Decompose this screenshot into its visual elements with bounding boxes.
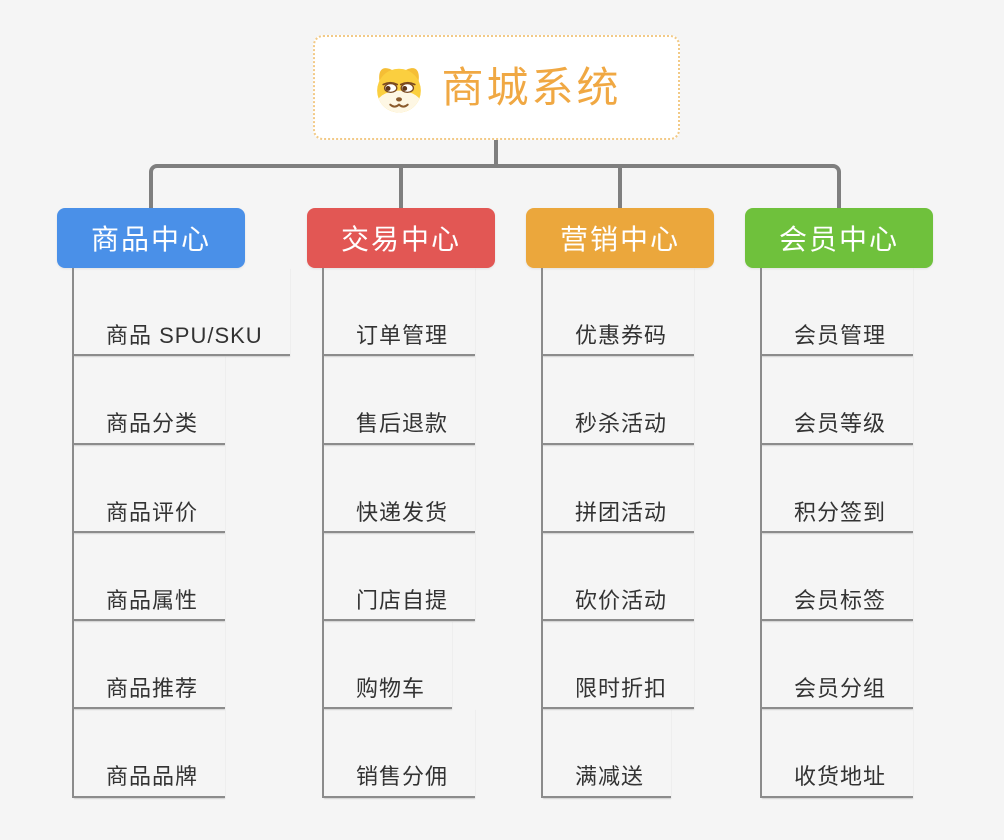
- child-node[interactable]: 优惠券码: [543, 268, 695, 357]
- child-node[interactable]: 积分签到: [762, 445, 914, 533]
- child-node-label: 收货地址: [794, 764, 887, 790]
- child-node[interactable]: 售后退款: [324, 356, 476, 445]
- child-node[interactable]: 收货地址: [762, 709, 914, 798]
- child-node-label: 拼团活动: [575, 499, 668, 525]
- child-node[interactable]: 会员分组: [762, 621, 914, 710]
- child-node-label: 商品分类: [106, 411, 199, 437]
- child-node[interactable]: 会员等级: [762, 356, 914, 445]
- child-node[interactable]: 商品属性: [74, 533, 226, 622]
- child-node[interactable]: 会员管理: [762, 268, 914, 357]
- branch-children-3: 优惠券码秒杀活动拼团活动砍价活动限时折扣满减送: [541, 268, 695, 798]
- child-node[interactable]: 门店自提: [324, 533, 476, 622]
- branch-node-3[interactable]: 营销中心: [526, 208, 714, 268]
- child-node-label: 优惠券码: [575, 322, 668, 348]
- child-node[interactable]: 商品推荐: [74, 621, 226, 710]
- child-node-label: 积分签到: [794, 499, 887, 525]
- branch-children-2: 订单管理售后退款快递发货门店自提购物车销售分佣: [322, 268, 476, 798]
- connector-drop: [399, 164, 403, 208]
- branch-node-4[interactable]: 会员中心: [745, 208, 933, 268]
- child-node[interactable]: 拼团活动: [543, 445, 695, 533]
- child-node[interactable]: 商品评价: [74, 445, 226, 533]
- branch-children-4: 会员管理会员等级积分签到会员标签会员分组收货地址: [760, 268, 914, 798]
- child-node[interactable]: 砍价活动: [543, 533, 695, 622]
- child-node[interactable]: 快递发货: [324, 445, 476, 533]
- branch-node-1[interactable]: 商品中心: [57, 208, 245, 268]
- child-node-label: 商品评价: [106, 499, 199, 525]
- child-node-label: 会员分组: [794, 676, 887, 702]
- child-node[interactable]: 订单管理: [324, 268, 476, 357]
- dog-face-icon: [377, 67, 422, 112]
- child-node-label: 快递发货: [356, 499, 449, 525]
- child-node[interactable]: 商品 SPU/SKU: [74, 268, 290, 357]
- child-node-label: 满减送: [575, 764, 645, 790]
- child-node-label: 订单管理: [356, 322, 449, 348]
- child-node-label: 砍价活动: [575, 587, 668, 613]
- child-node[interactable]: 秒杀活动: [543, 356, 695, 445]
- child-node-label: 门店自提: [356, 587, 449, 613]
- child-node[interactable]: 商品品牌: [74, 709, 226, 798]
- root-node[interactable]: 商城系统: [313, 35, 680, 140]
- child-node-label: 销售分佣: [356, 764, 449, 790]
- child-node-label: 商品品牌: [106, 764, 199, 790]
- connector-root-stem: [494, 140, 498, 168]
- connector-bracket: [149, 164, 841, 208]
- child-node-label: 会员等级: [794, 411, 887, 437]
- child-node-label: 商品属性: [106, 587, 199, 613]
- branch-node-2[interactable]: 交易中心: [307, 208, 495, 268]
- root-node-title: 商城系统: [441, 63, 622, 111]
- child-node-label: 秒杀活动: [575, 411, 668, 437]
- child-node-label: 会员管理: [794, 322, 887, 348]
- child-node-label: 商品推荐: [106, 676, 199, 702]
- branch-children-1: 商品 SPU/SKU 商品分类商品评价商品属性商品推荐商品品牌: [72, 268, 290, 798]
- child-node[interactable]: 商品分类: [74, 356, 226, 445]
- child-node[interactable]: 销售分佣: [324, 709, 476, 798]
- child-node-label: 商品 SPU/SKU: [106, 322, 263, 348]
- child-node-label: 售后退款: [356, 411, 449, 437]
- child-node[interactable]: 会员标签: [762, 533, 914, 622]
- connector-drop: [618, 164, 622, 208]
- child-node-label: 会员标签: [794, 587, 887, 613]
- child-node-label: 限时折扣: [575, 676, 668, 702]
- child-node[interactable]: 满减送: [543, 709, 672, 798]
- child-node-label: 购物车: [356, 676, 426, 702]
- child-node[interactable]: 购物车: [324, 621, 453, 710]
- child-node[interactable]: 限时折扣: [543, 621, 695, 710]
